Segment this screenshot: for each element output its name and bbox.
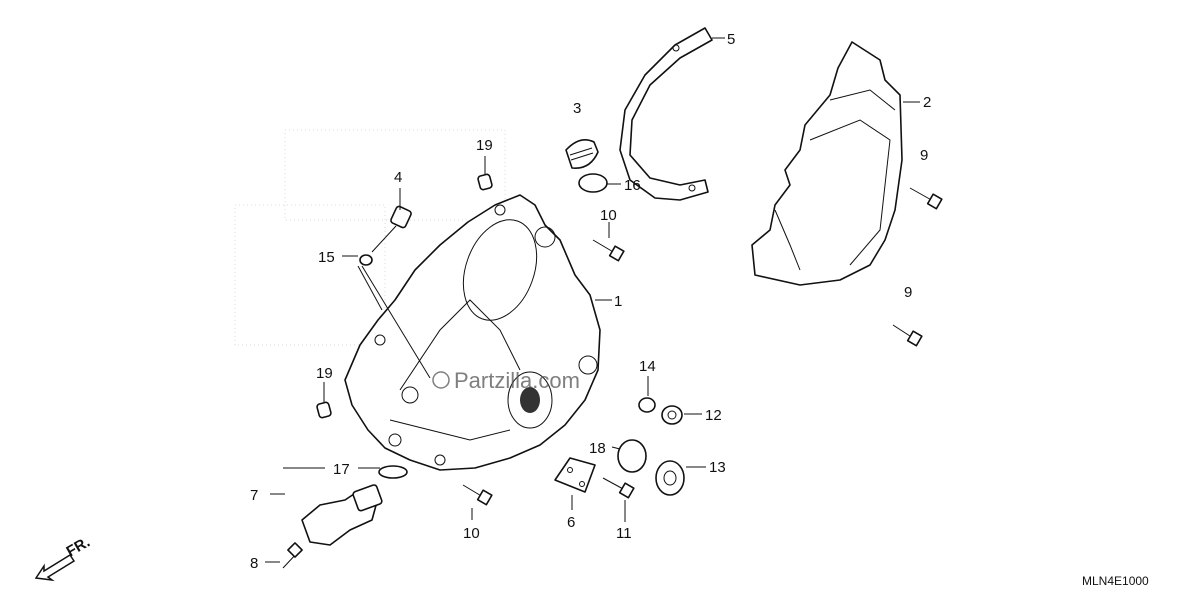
svg-text:Partzilla.com: Partzilla.com [454,368,580,393]
callout-16[interactable]: 16 [624,177,641,194]
callout-19-lower[interactable]: 19 [316,365,333,382]
callout-11[interactable]: 11 [616,525,632,542]
part-11-bolt[interactable] [602,477,635,499]
part-4-dipstick[interactable] [371,205,412,253]
part-19-dowel-pin-lower[interactable] [316,401,332,419]
part-13-cap[interactable] [655,460,685,496]
part-12-plug[interactable] [661,405,683,425]
callout-9-lower[interactable]: 9 [904,284,912,301]
callout-12[interactable]: 12 [705,407,722,424]
callout-2[interactable]: 2 [923,94,931,111]
callout-13[interactable]: 13 [709,459,726,476]
watermark: Partzilla.com [432,368,580,393]
part-19-dowel-pin-upper[interactable] [477,173,493,191]
callout-3[interactable]: 3 [573,100,581,117]
part-2-sprocket-cover[interactable] [751,41,903,286]
part-8-bolt[interactable] [282,542,303,569]
callout-5[interactable]: 5 [727,31,735,48]
callout-labels: 1 2 3 4 5 6 7 8 9 9 10 10 11 12 13 14 15… [250,31,931,572]
callout-15[interactable]: 15 [318,249,335,266]
callout-1[interactable]: 1 [614,293,622,310]
callout-6[interactable]: 6 [567,514,575,531]
callout-18[interactable]: 18 [589,440,606,457]
part-10-bolt-lower[interactable] [462,484,493,506]
part-10-bolt-upper[interactable] [592,239,625,262]
callout-7[interactable]: 7 [250,487,258,504]
front-direction-arrow: FR. [34,534,93,582]
leader-lines [265,37,920,563]
part-14-o-ring[interactable] [638,397,656,413]
part-3-oil-filler-cap[interactable] [565,139,599,169]
callout-4[interactable]: 4 [394,169,402,186]
callout-14[interactable]: 14 [639,358,656,375]
part-5-bracket[interactable] [619,27,713,201]
part-16-o-ring[interactable] [578,173,608,193]
diagram-code: MLN4E1000 [1082,574,1149,588]
part-9-bolt-upper[interactable] [909,187,943,210]
part-1-crankcase-cover[interactable] [344,194,601,471]
part-9-bolt-lower[interactable] [892,324,923,347]
callout-19-upper[interactable]: 19 [476,137,493,154]
part-15-washer[interactable] [359,254,373,266]
callout-8[interactable]: 8 [250,555,258,572]
part-7-sensor[interactable] [301,484,383,546]
callout-9-upper[interactable]: 9 [920,147,928,164]
callout-17[interactable]: 17 [333,461,350,478]
part-6-plate[interactable] [554,457,596,493]
callout-10-lower[interactable]: 10 [463,525,480,542]
arrow-icon [34,553,76,582]
part-18-o-ring[interactable] [617,439,647,473]
part-17-o-ring[interactable] [378,465,408,479]
callout-10-upper[interactable]: 10 [600,207,617,224]
